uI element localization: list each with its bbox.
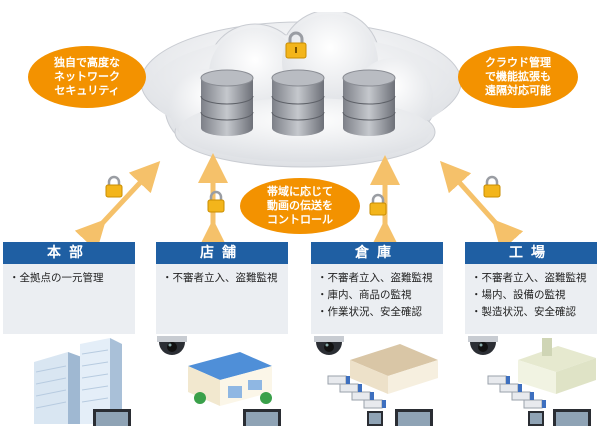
site-feature: 不審者立入、盗難監視 — [162, 270, 288, 287]
bubble-line: セキュリティ — [54, 84, 120, 97]
bubble-line: ネットワーク — [54, 70, 120, 83]
database-icon — [271, 69, 325, 136]
bubble-line: で機能拡張も — [485, 70, 551, 83]
site-panel-store: 店舗 不審者立入、盗難監視 — [156, 242, 288, 334]
monitor-icon — [395, 409, 433, 426]
security-bubble: 独自で高度な ネットワーク セキュリティ — [28, 46, 146, 108]
site-feature: 庫内、商品の監視 — [317, 287, 443, 304]
monitor-icon — [528, 411, 544, 426]
site-feature: 不審者立入、盗難監視 — [471, 270, 597, 287]
bubble-line: 帯域に応じて — [267, 185, 333, 198]
monitor-icon — [367, 411, 383, 426]
bandwidth-bubble: 帯域に応じて 動画の伝送を コントロール — [240, 178, 360, 234]
cloud-management-bubble: クラウド管理 で機能拡張も 遠隔対応可能 — [458, 46, 578, 108]
building-icon — [34, 338, 122, 424]
lock-icon — [369, 193, 387, 216]
bubble-line: クラウド管理 — [485, 56, 551, 69]
site-feature: 製造状況、安全確認 — [471, 304, 597, 321]
lock-icon — [285, 31, 307, 59]
factory-icon — [518, 338, 596, 394]
site-feature: 場内、設備の監視 — [471, 287, 597, 304]
site-feature: 作業状況、安全確認 — [317, 304, 443, 321]
site-title: 本部 — [3, 242, 135, 264]
monitor-icon — [93, 409, 131, 426]
lock-icon — [207, 190, 225, 213]
site-title: 倉庫 — [311, 242, 443, 264]
site-feature: 全拠点の一元管理 — [9, 270, 135, 287]
database-icon — [342, 69, 396, 136]
warehouse-icon — [350, 344, 438, 394]
truck-icon — [327, 375, 386, 409]
store-icon — [188, 352, 272, 406]
camera-icon — [314, 336, 344, 355]
arrow-icon — [439, 160, 524, 252]
lock-icon — [105, 175, 123, 198]
monitor-icon — [243, 409, 281, 426]
site-panel-hq: 本部 全拠点の一元管理 — [3, 242, 135, 334]
bubble-line: 動画の伝送を — [267, 199, 333, 212]
bubble-line: 遠隔対応可能 — [485, 84, 551, 97]
site-title: 店舗 — [156, 242, 288, 264]
camera-icon — [468, 336, 498, 355]
truck-icon — [487, 375, 546, 409]
arrow-icon — [74, 161, 161, 252]
monitor-icon — [553, 409, 591, 426]
database-icon — [200, 69, 254, 136]
bubble-line: 独自で高度な — [54, 56, 120, 69]
site-panel-warehouse: 倉庫 不審者立入、盗難監視 庫内、商品の監視 作業状況、安全確認 — [311, 242, 443, 334]
camera-icon — [157, 336, 187, 355]
bubble-line: コントロール — [267, 213, 333, 226]
site-panel-factory: 工場 不審者立入、盗難監視 場内、設備の監視 製造状況、安全確認 — [465, 242, 597, 334]
lock-icon — [483, 175, 501, 198]
site-title: 工場 — [465, 242, 597, 264]
site-feature: 不審者立入、盗難監視 — [317, 270, 443, 287]
